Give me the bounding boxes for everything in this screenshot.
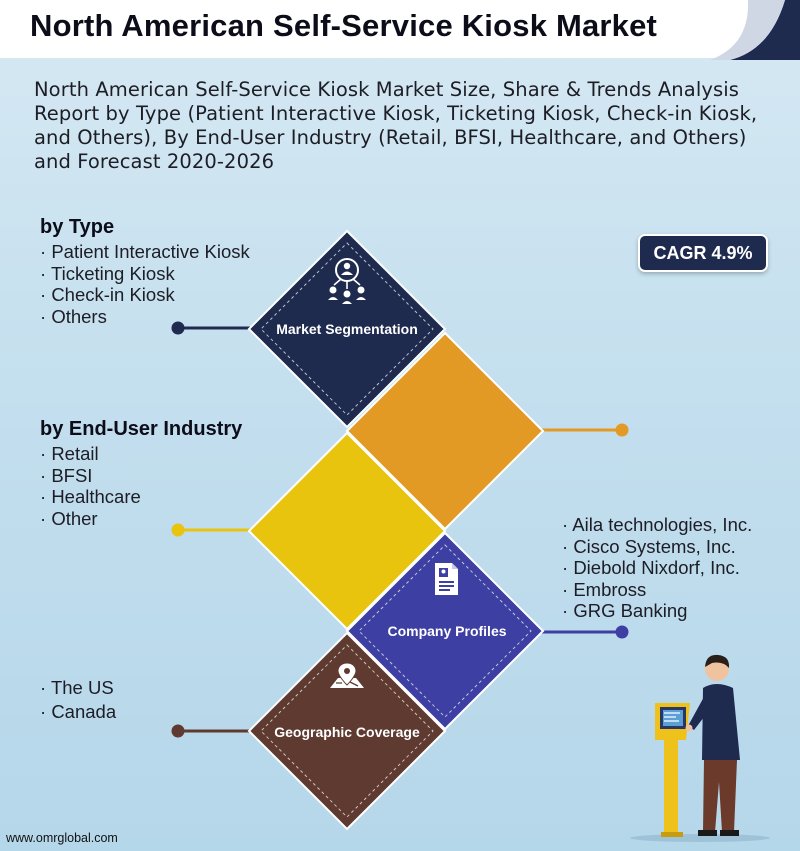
title-bar (0, 0, 800, 58)
list-item: Cisco Systems, Inc. (562, 536, 752, 558)
list-item: Check-in Kiosk (40, 284, 250, 306)
list-item: The US (40, 676, 116, 700)
by-end-user-heading: by End-User Industry (40, 418, 243, 440)
company-list-block: Aila technologies, Inc. Cisco Systems, I… (562, 514, 752, 622)
diamond-orange (345, 331, 545, 531)
list-item: Canada (40, 700, 116, 724)
by-type-heading: by Type (40, 216, 115, 238)
diamond-navy (247, 229, 447, 429)
company-profiles-label: Company Profiles (387, 623, 506, 639)
geography-list-block: The US Canada (40, 676, 116, 724)
list-item: GRG Banking (562, 600, 752, 622)
list-item: Aila technologies, Inc. (562, 514, 752, 536)
list-item: Other (40, 508, 242, 530)
connector-dot-segmentation (615, 423, 629, 437)
report-subtitle: North American Self-Service Kiosk Market… (34, 78, 758, 173)
people-network-icon (328, 258, 366, 304)
market-segmentation-label: Market Segmentation (276, 321, 418, 337)
footer-website[interactable]: www.omrglobal.com (6, 831, 118, 845)
list-item: Patient Interactive Kiosk (40, 241, 249, 263)
connector-dot-company (615, 625, 629, 639)
list-item: Embross (562, 579, 752, 601)
corner-decoration (710, 0, 800, 60)
document-profile-icon (435, 563, 458, 595)
by-type-block: by Type Patient Interactive Kiosk Ticket… (40, 216, 250, 327)
diamond-brown (247, 631, 447, 831)
cagr-badge: CAGR 4.9% (638, 234, 768, 272)
by-end-user-block: by End-User Industry Retail BFSI Healthc… (40, 418, 242, 529)
map-pin-icon (330, 662, 364, 688)
list-item: Healthcare (40, 486, 242, 508)
kiosk-user-illustration (630, 654, 770, 842)
list-item: BFSI (40, 465, 242, 487)
list-item: Diebold Nixdorf, Inc. (562, 557, 752, 579)
diamond-yellow (247, 431, 447, 631)
list-item: Retail (40, 443, 242, 465)
diamond-indigo (345, 531, 545, 731)
list-item: Ticketing Kiosk (40, 263, 250, 285)
list-item: Others (40, 306, 250, 328)
connector-dot-geography (171, 724, 185, 738)
geographic-coverage-label: Geographic Coverage (274, 724, 420, 740)
page-title: North American Self-Service Kiosk Market (30, 8, 658, 43)
